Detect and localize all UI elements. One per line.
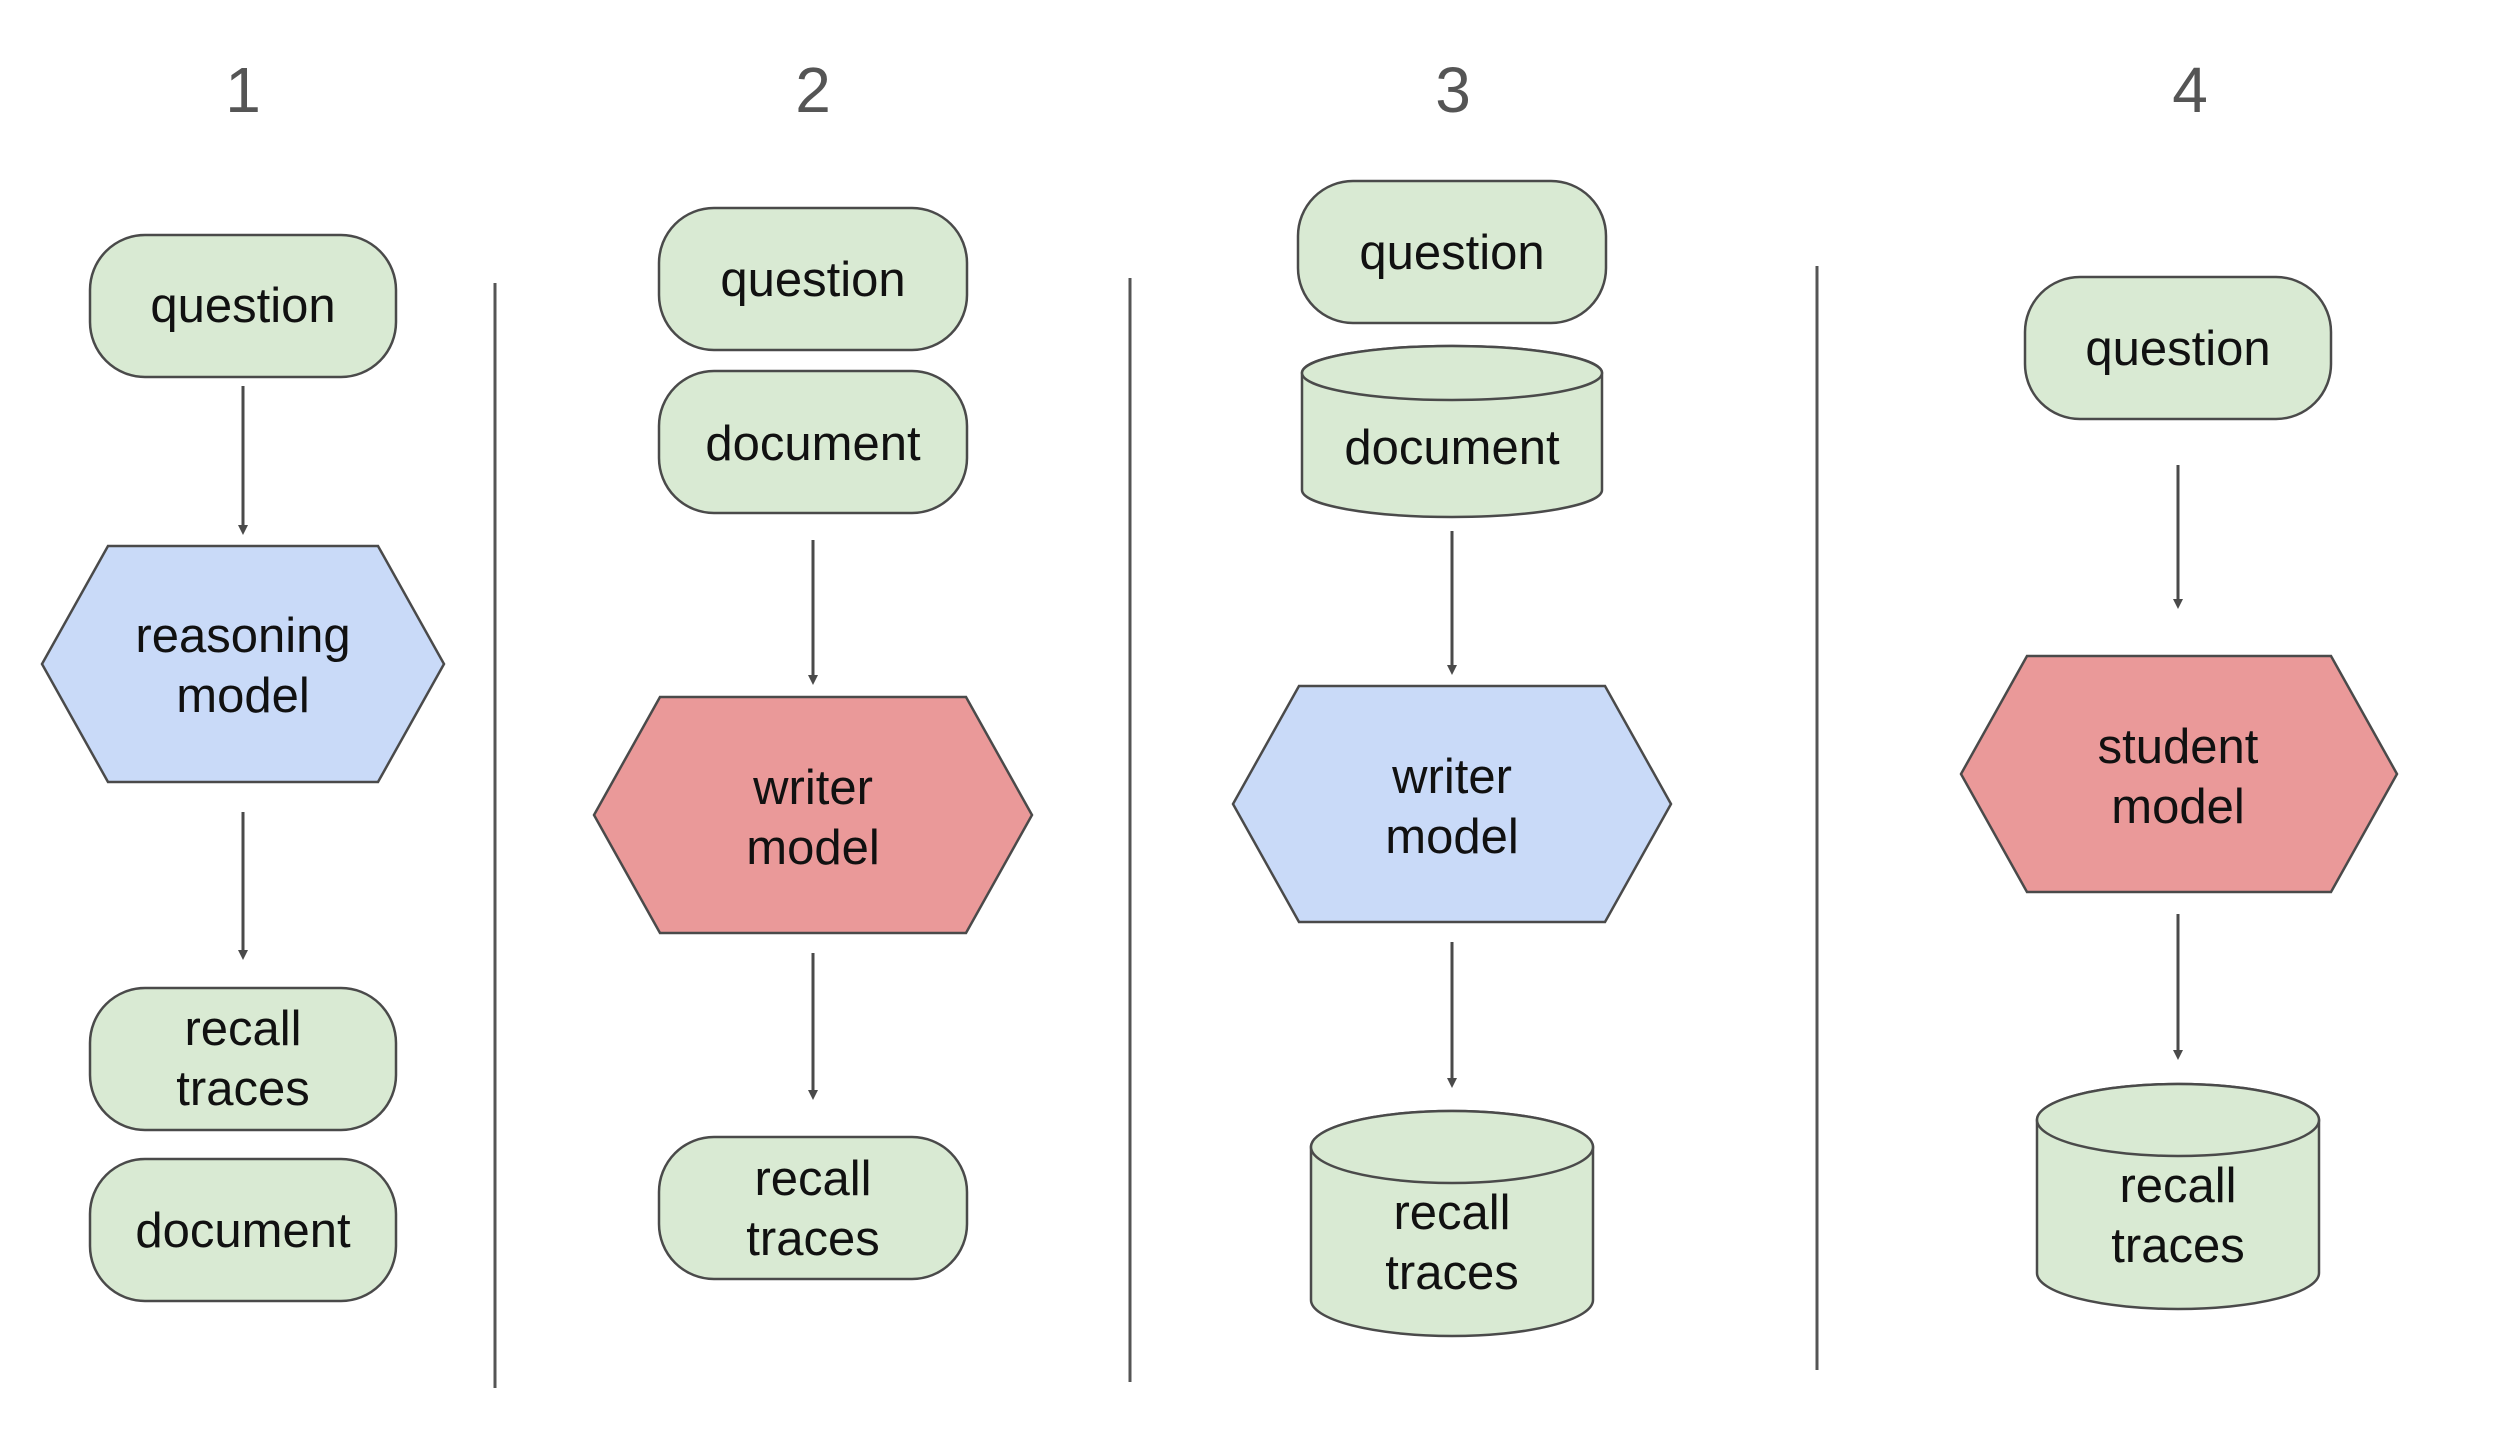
svg-text:document: document: [1344, 421, 1560, 475]
svg-text:question: question: [1359, 226, 1544, 280]
svg-text:question: question: [2085, 322, 2270, 376]
svg-text:student: student: [2098, 720, 2259, 774]
column-number-2: 2: [795, 54, 831, 126]
document-node: document: [88, 1157, 398, 1303]
recall-traces-node: recall traces: [657, 1135, 969, 1281]
column-3: question document writer model recall tr…: [1231, 179, 1673, 1338]
recall-traces-database-node: recall traces: [2035, 1082, 2321, 1311]
column-1: question reasoning model recall traces d…: [40, 233, 446, 1303]
svg-text:traces: traces: [176, 1062, 309, 1116]
question-node: question: [88, 233, 398, 379]
recall-traces-node: recall traces: [88, 986, 398, 1132]
svg-text:traces: traces: [2111, 1219, 2244, 1273]
svg-text:reasoning: reasoning: [135, 609, 350, 663]
svg-text:document: document: [705, 417, 921, 471]
writer-model-node: writer model: [592, 695, 1034, 935]
column-number-1: 1: [225, 54, 261, 126]
svg-text:model: model: [176, 669, 309, 723]
question-node: question: [1296, 179, 1608, 325]
document-node: document: [657, 369, 969, 515]
svg-text:model: model: [746, 821, 879, 875]
svg-text:question: question: [150, 279, 335, 333]
recall-traces-database-node: recall traces: [1309, 1109, 1595, 1338]
column-number-4: 4: [2172, 54, 2208, 126]
svg-text:recall: recall: [1393, 1186, 1510, 1240]
svg-text:traces: traces: [1385, 1246, 1518, 1300]
svg-text:question: question: [720, 253, 905, 307]
document-database-node: document: [1300, 344, 1604, 519]
svg-text:recall: recall: [184, 1002, 301, 1056]
column-2: question document writer model recall tr…: [592, 206, 1034, 1281]
student-model-node: student model: [1959, 654, 2399, 894]
question-node: question: [2023, 275, 2333, 421]
svg-text:writer: writer: [1391, 750, 1512, 804]
svg-text:model: model: [1385, 810, 1518, 864]
svg-text:recall: recall: [754, 1152, 871, 1206]
svg-text:traces: traces: [746, 1212, 879, 1266]
svg-text:recall: recall: [2119, 1159, 2236, 1213]
svg-text:model: model: [2111, 780, 2244, 834]
svg-text:document: document: [135, 1204, 351, 1258]
question-node: question: [657, 206, 969, 352]
reasoning-model-node: reasoning model: [40, 544, 446, 784]
column-4: question student model recall traces: [1959, 275, 2399, 1311]
column-number-3: 3: [1435, 54, 1471, 126]
writer-model-node: writer model: [1231, 684, 1673, 924]
svg-text:writer: writer: [752, 761, 873, 815]
